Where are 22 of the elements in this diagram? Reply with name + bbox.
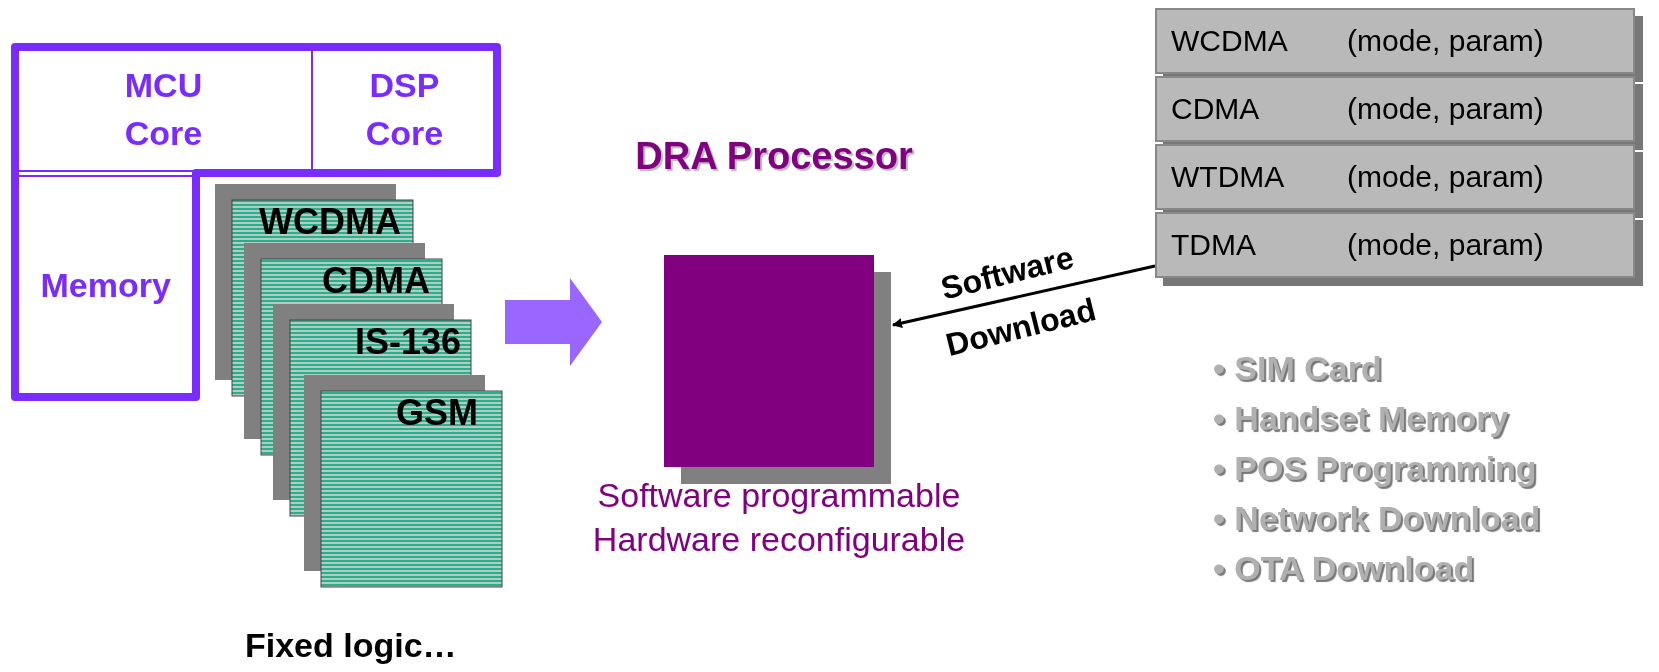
bullet-item: • POS Programming — [1213, 449, 1537, 488]
mode-param: (mode, param) — [1347, 92, 1544, 126]
card-label: CDMA — [322, 261, 430, 301]
bullet-item: • Handset Memory — [1213, 399, 1509, 438]
block-label: Memory — [39, 265, 172, 307]
block-arrow — [505, 278, 602, 366]
block-label: MCU Core — [123, 65, 204, 154]
bullet-item: • SIM Card — [1213, 349, 1382, 388]
card-label: GSM — [396, 393, 478, 433]
caption-text: Fixed logic… — [245, 626, 457, 665]
standard-name: WCDMA — [1171, 24, 1288, 58]
processor-caption: Software programmable Hardware reconfigurable — [591, 475, 967, 561]
standard-name: TDMA — [1171, 228, 1256, 262]
standard-name: CDMA — [1171, 92, 1260, 126]
standard-name: WTDMA — [1171, 160, 1285, 194]
bullet-item: • Network Download — [1213, 499, 1541, 538]
block-label: DSP Core — [364, 65, 445, 154]
bullet-item: • OTA Download — [1213, 549, 1475, 588]
mode-param: (mode, param) — [1347, 24, 1544, 58]
mode-param: (mode, param) — [1347, 228, 1544, 262]
mode-param: (mode, param) — [1347, 160, 1544, 194]
processor-title: DRA Processor — [634, 135, 914, 178]
